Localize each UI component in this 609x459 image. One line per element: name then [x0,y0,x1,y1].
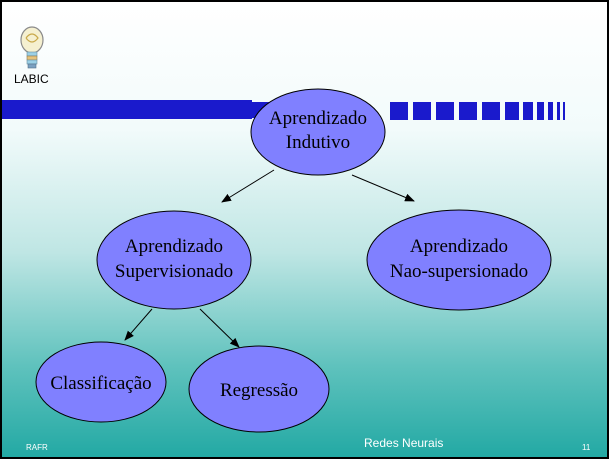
node-supervised: Aprendizado Supervisionado [96,210,252,310]
node-unsupervised-line2: Nao-supersionado [390,261,528,282]
node-regression: Regressão [188,345,330,433]
edge-supervised-classification [124,308,153,341]
footer-course: Redes Neurais [364,436,444,450]
footer-author: RAFR [26,443,48,452]
node-supervised-line2: Supervisionado [115,261,233,282]
node-root: Aprendizado Indutivo [250,88,386,176]
slide-number: 11 [582,443,591,452]
node-unsupervised: Aprendizado Nao-supersionado [366,209,552,311]
node-classification-label: Classificação [50,373,151,394]
lightbulb-icon [20,26,44,69]
node-root-line2: Indutivo [286,132,350,153]
node-classification: Classificação [35,341,167,423]
edge-supervised-regression [199,308,240,348]
node-supervised-line1: Aprendizado [125,236,223,257]
edge-root-supervised [221,169,275,203]
node-root-line1: Aprendizado [269,108,367,129]
title-band [2,100,565,120]
node-regression-label: Regressão [220,380,298,401]
logo-label: LABIC [14,72,49,86]
node-unsupervised-line1: Aprendizado [410,236,508,257]
edge-root-unsupervised [351,174,415,202]
